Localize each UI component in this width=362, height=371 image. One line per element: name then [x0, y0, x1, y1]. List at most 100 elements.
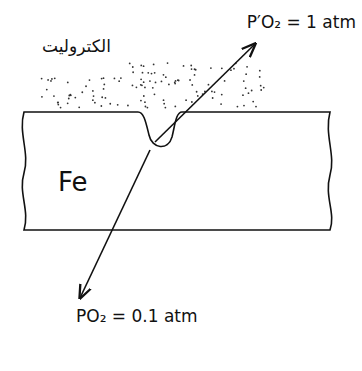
electrolyte-dot [105, 97, 107, 99]
electrolyte-dot [154, 72, 156, 74]
electrolyte-dot [248, 92, 250, 94]
electrolyte-dot [208, 84, 210, 86]
electrolyte-dot [152, 87, 154, 89]
electrolyte-dot [129, 63, 131, 65]
electrolyte-dot [189, 79, 191, 81]
electrolyte-dot [167, 62, 169, 64]
electrolyte-dot [242, 94, 244, 96]
electrolyte-dot [81, 91, 83, 93]
electrolyte-dot [174, 83, 176, 85]
electrolyte-dot [195, 69, 197, 71]
electrolyte-dot [46, 89, 48, 91]
electrolyte-dot [163, 99, 165, 101]
electrolyte-dot [67, 102, 69, 104]
electrolyte-dot [140, 84, 142, 86]
electrolyte-dot [143, 95, 145, 97]
electrolyte-dot [136, 86, 138, 88]
electrolyte-dot [191, 68, 193, 70]
electrolyte-dot [145, 106, 147, 108]
electrolyte-dot [224, 80, 226, 82]
electrolyte-dot [53, 95, 55, 97]
electrolyte-dot [132, 71, 134, 73]
electrolyte-dot [259, 76, 261, 78]
electrolyte-dot [140, 78, 142, 80]
electrolyte-dot [163, 74, 165, 76]
electrolyte-dot [117, 104, 119, 106]
electrolyte-dot [165, 76, 167, 78]
electrolyte-dot [146, 107, 148, 109]
electrolyte-dot [255, 106, 257, 108]
electrolyte-dot [230, 69, 232, 71]
arrow-up [155, 44, 255, 142]
electrolyte-dot [74, 97, 76, 99]
electrolyte-dot [243, 80, 245, 82]
electrolyte-dot [263, 87, 265, 89]
electrolyte-dot [94, 102, 96, 104]
electrolyte-dot [151, 73, 153, 75]
electrolyte-dot [103, 77, 105, 79]
electrolyte-dot [67, 82, 69, 84]
electrolyte-dot [47, 79, 49, 81]
electrolyte-dot [220, 103, 222, 105]
electrolyte-dot [85, 85, 87, 87]
electrolyte-dot [221, 67, 223, 69]
electrolyte-dot [132, 66, 134, 68]
electrolyte-dot [185, 99, 187, 101]
electrolyte-dot [191, 84, 193, 86]
electrolyte-dot [196, 91, 198, 93]
electrolyte-dot [51, 78, 53, 80]
electrolyte-dot [260, 85, 262, 87]
electrolyte-dot [120, 77, 122, 79]
electrolyte-dot [57, 102, 59, 104]
electrolyte-dot [140, 100, 142, 102]
electrolyte-dot [140, 65, 142, 67]
material-label: Fe [58, 167, 88, 198]
electrolyte-dot [57, 104, 59, 106]
metal-outline-path [22, 112, 331, 230]
electrolyte-dot [70, 94, 72, 96]
electrolyte-dot [177, 79, 179, 81]
pressure-label: PO₂ = 0.1 atm [76, 306, 198, 326]
electrolyte-dots [41, 62, 265, 108]
electrolyte-dot [168, 84, 170, 86]
electrolyte-dot [260, 89, 262, 91]
electrolyte-dot [114, 78, 116, 80]
electrolyte-dot [164, 107, 166, 109]
arrow-down [80, 150, 150, 298]
electrolyte-dot [246, 66, 248, 68]
electrolyte-dot [147, 72, 149, 74]
electrolyte-dot [92, 99, 94, 101]
electrolyte-dot [50, 80, 52, 82]
electrolyte-dot [109, 103, 111, 105]
electrolyte-dot [245, 73, 247, 75]
electrolyte-dot [144, 87, 146, 89]
electrolyte-dot [190, 65, 192, 67]
electrolyte-dot [251, 90, 253, 92]
electrolyte-dot [174, 105, 176, 107]
electrolyte-dot [101, 78, 103, 80]
electrolyte-dot [93, 95, 95, 97]
electrolyte-dot [154, 93, 156, 95]
electrolyte-dot [210, 67, 212, 69]
electrolyte-dot [89, 79, 91, 81]
electrolyte-dot [214, 91, 216, 93]
electrolyte-dot [155, 82, 157, 84]
electrolyte-dot [183, 65, 185, 67]
electrolyte-dot [101, 96, 103, 98]
electrolyte-dot [127, 105, 129, 107]
electrolyte-dot [41, 96, 43, 98]
electrolyte-label: الکترولیت [42, 36, 111, 56]
electrolyte-dot [132, 85, 134, 87]
electrolyte-dot [142, 72, 144, 74]
electrolyte-dot [252, 101, 254, 103]
electrolyte-dot [178, 80, 180, 82]
electrolyte-dot [245, 87, 247, 89]
electrolyte-dot [161, 80, 163, 82]
electrolyte-dot [212, 97, 214, 99]
metal-block: Fe [18, 105, 340, 237]
electrolyte-dot [153, 63, 155, 65]
electrolyte-dot [100, 105, 102, 107]
electrolyte-dot [69, 94, 71, 96]
electrolyte-dot [259, 70, 261, 72]
